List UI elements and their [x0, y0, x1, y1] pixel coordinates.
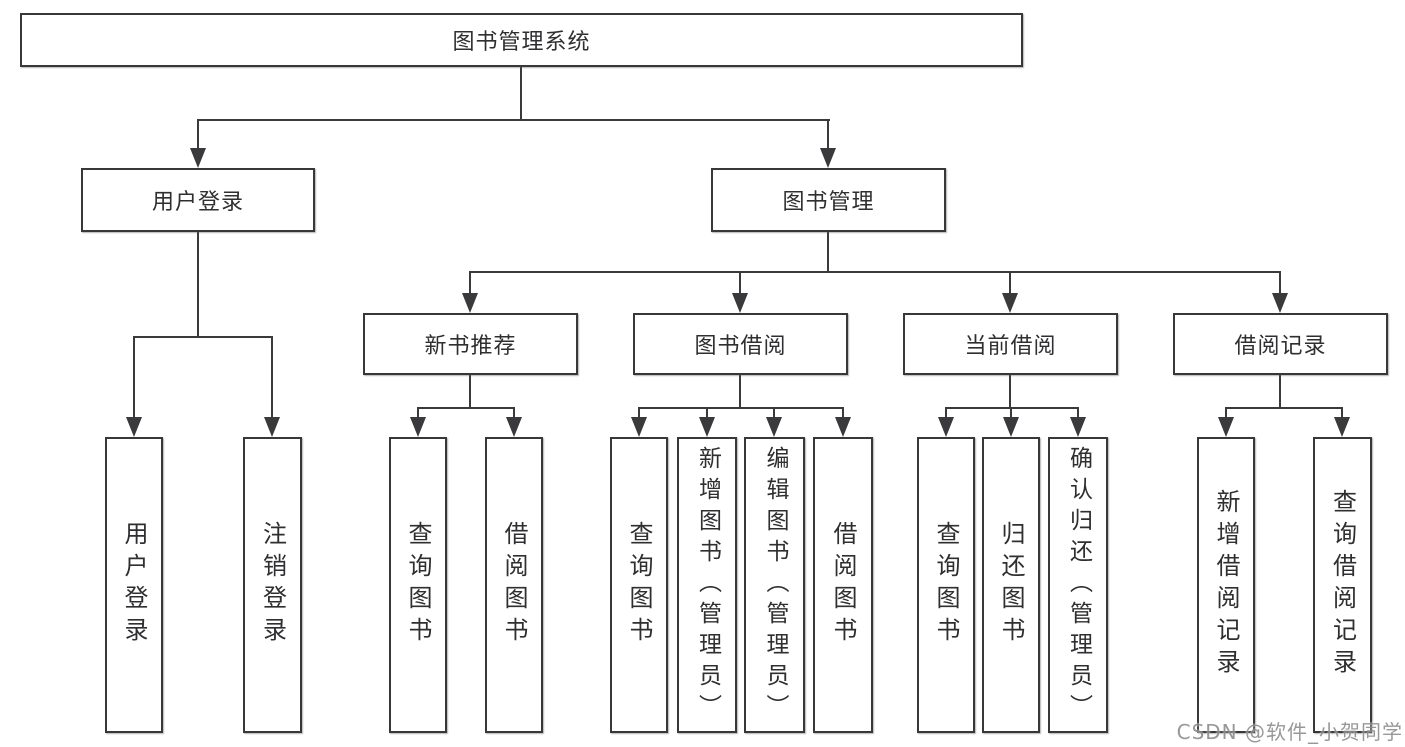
- connector-line: [513, 407, 515, 418]
- connector-line: [1010, 407, 1012, 418]
- connector-line: [638, 407, 640, 418]
- connector-arrow-down: [1003, 417, 1019, 437]
- leaf-query-books-borrowing: 查询图书: [610, 437, 668, 733]
- connector-line: [1341, 407, 1343, 418]
- leaf-query-books-recommend: 查询图书: [389, 437, 447, 733]
- connector-line: [945, 407, 1079, 409]
- connector-arrow-down: [835, 417, 851, 437]
- leaf-borrow-books-borrowing: 借阅图书: [813, 437, 873, 733]
- connector-line: [520, 67, 522, 120]
- connector-line: [773, 407, 775, 418]
- leaf-label: 查询图书: [404, 521, 432, 649]
- connector-line: [133, 336, 273, 338]
- leaf-label: 借阅图书: [829, 521, 857, 649]
- connector-line: [1279, 271, 1281, 293]
- connector-line: [842, 407, 844, 418]
- connector-arrow-down: [1218, 417, 1234, 437]
- connector-arrow-down: [410, 417, 426, 437]
- connector-line: [469, 271, 1281, 273]
- connector-line: [827, 119, 829, 150]
- leaf-label: 查询图书: [625, 521, 653, 649]
- leaf-borrow-books-recommend: 借阅图书: [485, 437, 543, 733]
- connector-line: [739, 271, 741, 293]
- connector-arrow-down: [1272, 293, 1288, 313]
- connector-line: [1009, 375, 1011, 408]
- connector-line: [638, 407, 844, 409]
- leaf-label: 借阅图书: [500, 521, 528, 649]
- leaf-label: 编辑图书（管理员）: [762, 445, 788, 725]
- connector-arrow-down: [1334, 417, 1350, 437]
- connector-arrow-down: [699, 417, 715, 437]
- connector-line: [197, 232, 199, 337]
- node-new-book-recommendation: 新书推荐: [363, 313, 578, 375]
- node-book-management: 图书管理: [711, 168, 946, 232]
- connector-line: [469, 271, 471, 293]
- connector-line: [197, 119, 830, 121]
- node-library-system: 图书管理系统: [20, 13, 1023, 67]
- connector-line: [1009, 271, 1011, 293]
- connector-arrow-down: [126, 417, 142, 437]
- connector-line: [133, 336, 135, 417]
- connector-line: [197, 119, 199, 150]
- connector-arrow-down: [732, 293, 748, 313]
- connector-arrow-down: [1070, 417, 1086, 437]
- leaf-label: 归还图书: [997, 521, 1025, 649]
- leaf-user-login: 用户登录: [105, 437, 163, 733]
- leaf-query-books-current: 查询图书: [917, 437, 975, 733]
- node-book-borrowing: 图书借阅: [633, 313, 848, 375]
- connector-line: [945, 407, 947, 418]
- leaf-label: 新增图书（管理员）: [694, 445, 721, 725]
- connector-line: [706, 407, 708, 418]
- leaf-label: 查询图书: [932, 521, 960, 649]
- connector-arrow-down: [820, 148, 836, 168]
- connector-arrow-down: [506, 417, 522, 437]
- leaf-add-book-admin: 新增图书（管理员）: [677, 437, 737, 733]
- leaf-edit-book-admin: 编辑图书（管理员）: [744, 437, 805, 733]
- leaf-confirm-return-admin: 确认归还（管理员）: [1048, 437, 1108, 733]
- leaf-logout: 注销登录: [243, 437, 302, 733]
- connector-line: [417, 407, 419, 418]
- node-current-borrowing: 当前借阅: [903, 313, 1118, 375]
- leaf-label: 确认归还（管理员）: [1065, 445, 1092, 725]
- node-user-login: 用户登录: [81, 168, 315, 232]
- connector-arrow-down: [264, 417, 280, 437]
- leaf-label: 注销登录: [258, 521, 287, 649]
- connector-line: [739, 375, 741, 408]
- connector-line: [1225, 407, 1343, 409]
- connector-arrow-down: [631, 417, 647, 437]
- leaf-return-book: 归还图书: [982, 437, 1040, 733]
- connector-arrow-down: [1002, 293, 1018, 313]
- connector-line: [1077, 407, 1079, 418]
- leaf-query-borrow-record: 查询借阅记录: [1313, 437, 1372, 733]
- connector-arrow-down: [938, 417, 954, 437]
- watermark-csdn: CSDN @软件_小贺同学: [1176, 720, 1403, 744]
- leaf-add-borrow-record: 新增借阅记录: [1197, 437, 1255, 733]
- connector-arrow-down: [190, 148, 206, 168]
- connector-line: [417, 407, 515, 409]
- leaf-label: 用户登录: [120, 521, 148, 649]
- connector-line: [827, 232, 829, 272]
- connector-arrow-down: [766, 417, 782, 437]
- connector-line: [1279, 375, 1281, 408]
- connector-line: [271, 336, 273, 417]
- leaf-label: 查询借阅记录: [1328, 489, 1357, 681]
- connector-line: [1225, 407, 1227, 418]
- leaf-label: 新增借阅记录: [1212, 489, 1240, 681]
- node-borrowing-records: 借阅记录: [1173, 313, 1388, 375]
- connector-line: [469, 375, 471, 408]
- connector-arrow-down: [462, 293, 478, 313]
